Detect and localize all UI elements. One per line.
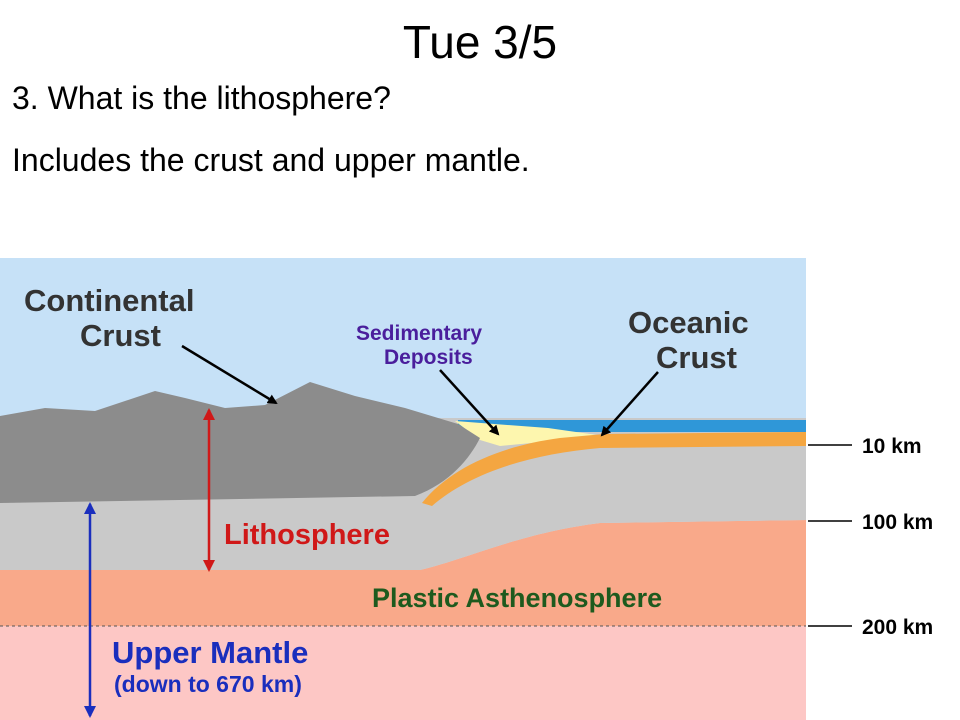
oceanic-crust-label-line2: Crust	[656, 340, 737, 375]
continental-crust-pointer	[181, 344, 278, 405]
sedimentary-pointer	[439, 369, 500, 436]
upper-mantle-note: (down to 670 km)	[114, 671, 302, 697]
earth-layers-diagram: 10 km 100 km 200 km Continental Crust Se…	[0, 258, 933, 720]
oceanic-crust-label-line1: Oceanic	[628, 305, 749, 340]
upper-mantle-layer	[0, 626, 806, 720]
upper-mantle-label: Upper Mantle	[112, 635, 308, 670]
continental-crust-label-line2: Crust	[80, 318, 161, 353]
continental-crust	[0, 382, 480, 503]
asthenosphere-layer	[0, 520, 806, 626]
oceanic-crust	[422, 432, 806, 506]
sedimentary-label-line2: Deposits	[384, 346, 473, 369]
continental-crust-label-line1: Continental	[24, 283, 195, 318]
sedimentary-label-line1: Sedimentary	[356, 322, 482, 345]
lithosphere-label: Lithosphere	[224, 519, 390, 551]
slide-title: Tue 3/5	[402, 16, 558, 68]
depth-label-10km: 10 km	[862, 435, 922, 458]
question-text: 3. What is the lithosphere?	[12, 80, 391, 116]
depth-label-100km: 100 km	[862, 511, 933, 534]
asthenosphere-label: Plastic Asthenosphere	[372, 583, 662, 613]
depth-label-200km: 200 km	[862, 616, 933, 639]
answer-text: Includes the crust and upper mantle.	[12, 142, 530, 178]
oceanic-crust-pointer	[600, 371, 659, 437]
